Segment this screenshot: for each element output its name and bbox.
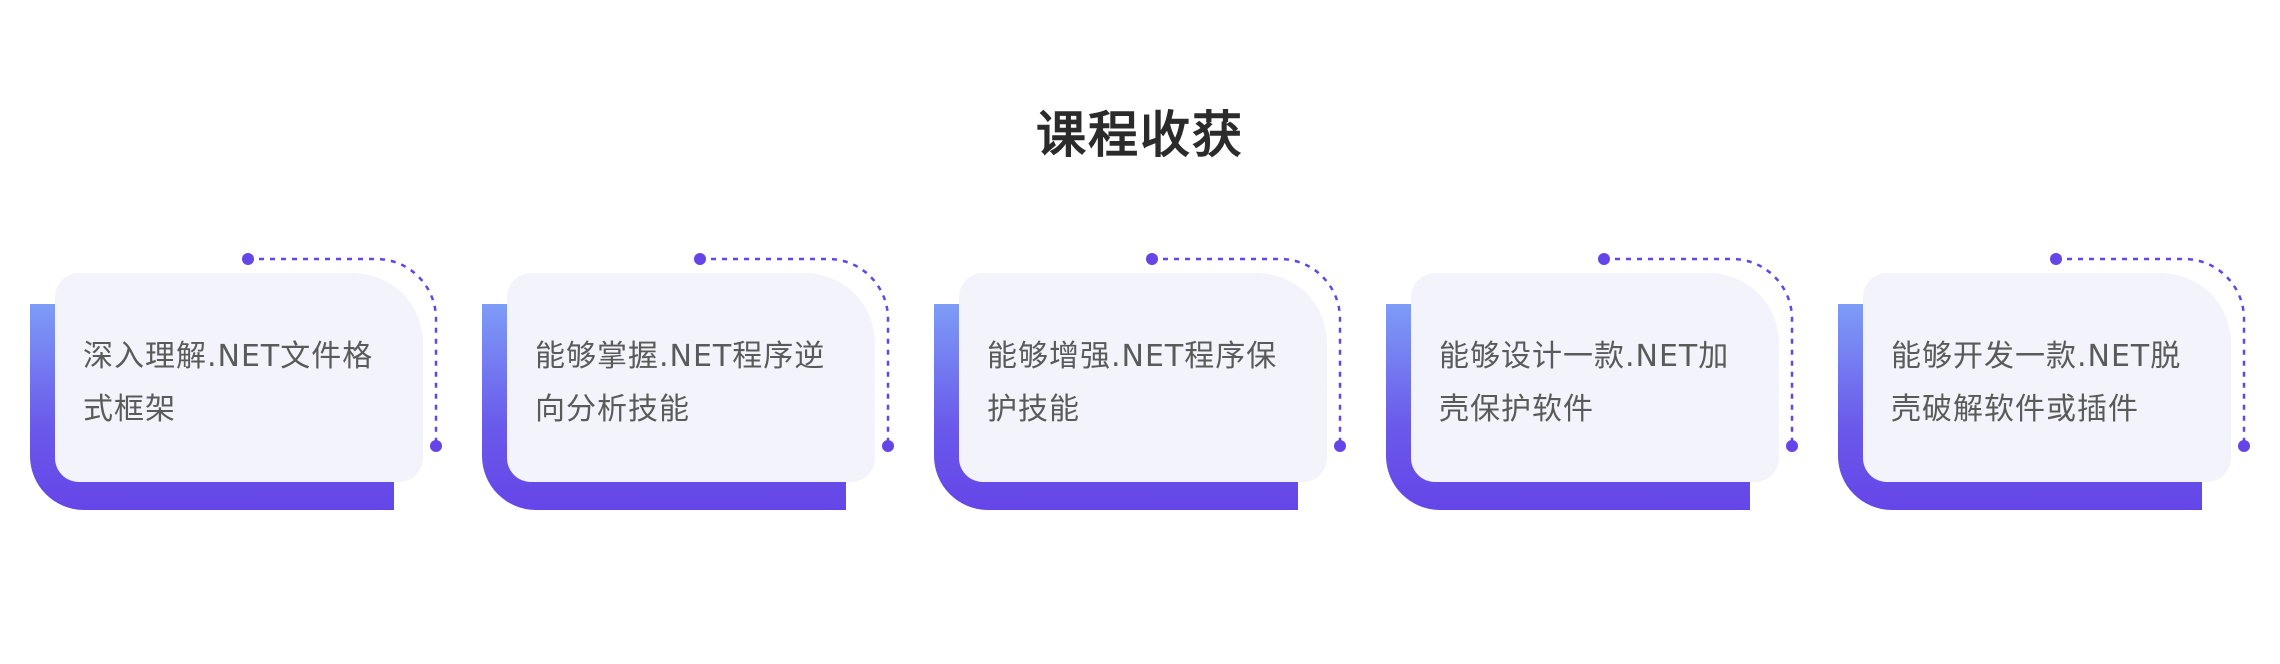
dotted-connector-icon	[1146, 253, 1346, 452]
card-panel: 能够掌握.NET程序逆向分析技能	[507, 273, 875, 482]
card-text: 能够开发一款.NET脱壳破解软件或插件	[1891, 339, 2182, 427]
card-panel: 能够开发一款.NET脱壳破解软件或插件	[1863, 273, 2231, 482]
card-text: 能够掌握.NET程序逆向分析技能	[535, 339, 826, 427]
card-panel: 深入理解.NET文件格式框架	[55, 273, 423, 482]
dotted-connector-icon	[242, 253, 442, 452]
card-text: 能够设计一款.NET加壳保护软件	[1439, 339, 1730, 427]
page-title: 课程收获	[1036, 106, 1244, 164]
benefit-card-2: 能够掌握.NET程序逆向分析技能	[482, 253, 914, 510]
benefit-card-3: 能够增强.NET程序保护技能	[934, 253, 1366, 510]
card-panel: 能够增强.NET程序保护技能	[959, 273, 1327, 482]
benefit-card-5: 能够开发一款.NET脱壳破解软件或插件	[1838, 253, 2270, 510]
benefit-card-4: 能够设计一款.NET加壳保护软件	[1386, 253, 1818, 510]
benefit-card-1: 深入理解.NET文件格式框架	[30, 253, 462, 510]
dotted-connector-icon	[2050, 253, 2250, 452]
card-panel: 能够设计一款.NET加壳保护软件	[1411, 273, 1779, 482]
dotted-connector-icon	[1598, 253, 1798, 452]
dotted-connector-icon	[694, 253, 894, 452]
card-text: 深入理解.NET文件格式框架	[83, 339, 374, 427]
card-text: 能够增强.NET程序保护技能	[987, 339, 1278, 427]
